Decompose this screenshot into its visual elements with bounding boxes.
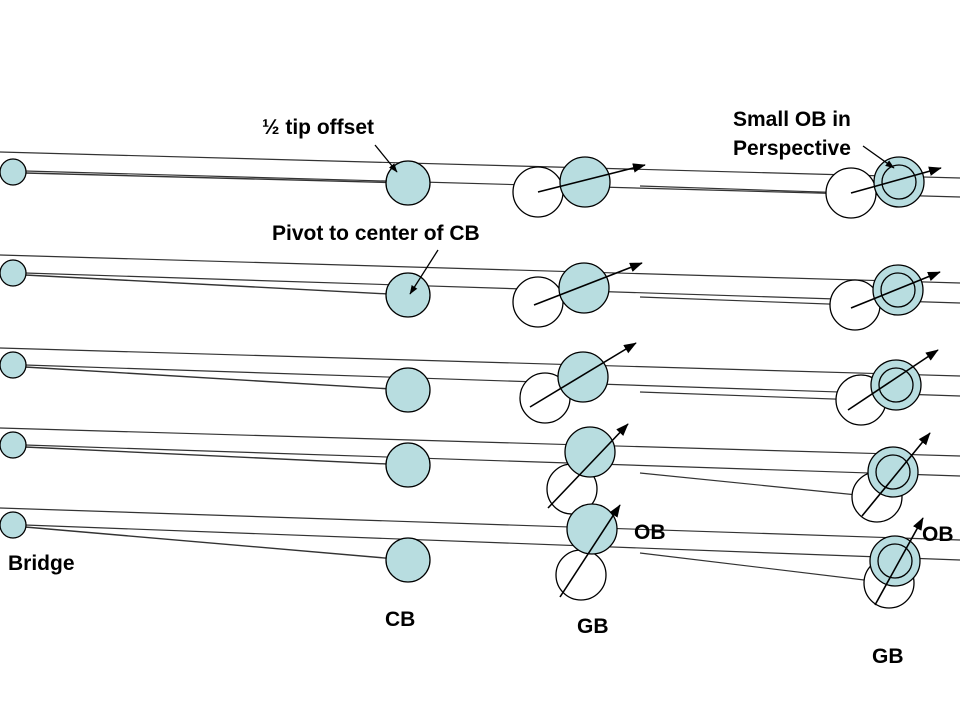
row-5-ob-direction-arrow-mid: [559, 504, 621, 598]
gb-label-right: GB: [872, 645, 904, 668]
row-5-cue-stick-line: [24, 526, 409, 561]
row-2-ob-direction-arrow-mid: [533, 262, 643, 306]
row-4-aim-line-top: [0, 427, 960, 457]
row-3-tangent-line-right: [639, 391, 862, 401]
row-4-ob-direction-arrow-right: [861, 432, 931, 517]
row-3-object-ball-right: [870, 359, 922, 411]
row-1-aim-line-mid: [24, 170, 960, 198]
row-2-ob-direction-arrow-right: [850, 271, 941, 309]
row-5-tangent-line-right: [639, 552, 890, 584]
row-4-cue-ball: [385, 442, 431, 488]
row-3-object-ball-right-inner-outline: [878, 367, 914, 403]
row-1-object-ball-right: [873, 156, 925, 208]
row-4-bridge-ball: [0, 431, 27, 459]
row-1-tangent-line-right: [639, 185, 852, 194]
half-tip-offset: ½ tip offset: [262, 116, 374, 139]
row-1-aim-line-top: [0, 151, 960, 179]
pivot-to-center: Pivot to center of CB: [272, 222, 480, 245]
row-2-aim-line-top: [0, 254, 960, 284]
row-1-object-ball-mid: [559, 156, 611, 208]
row-2-object-ball-right-inner-outline: [880, 272, 916, 308]
annotation-leaders-layer: [374, 144, 895, 295]
row-4-tangent-line-right: [639, 472, 878, 498]
shot-row: [0, 423, 960, 523]
row-2-tangent-line-right: [639, 296, 856, 306]
leader-pivot-to-cb: [409, 249, 439, 295]
row-5-object-ball-right-inner-outline: [877, 543, 913, 579]
bridge-label: Bridge: [8, 552, 75, 575]
shot-row: [0, 254, 960, 331]
shot-row: [0, 503, 960, 609]
row-5-bridge-ball: [0, 511, 27, 539]
row-5-aim-line-mid: [24, 524, 960, 561]
small-ob-line1: Small OB in: [733, 108, 851, 131]
row-5-object-ball-right: [869, 535, 921, 587]
gb-label-mid: GB: [577, 615, 609, 638]
row-5-aim-line-top: [0, 507, 960, 541]
row-2-bridge-ball: [0, 259, 27, 287]
row-1-cue-stick-line: [24, 172, 409, 184]
row-4-object-ball-right: [867, 446, 919, 498]
leader-half-tip-offset: [374, 144, 398, 173]
cb-label: CB: [385, 608, 415, 631]
row-3-cue-stick-line: [24, 366, 409, 391]
row-3-bridge-ball: [0, 351, 27, 379]
row-4-cue-stick-line: [24, 446, 409, 466]
ob-label-mid: OB: [634, 521, 666, 544]
row-3-object-ball-mid: [557, 351, 609, 403]
row-2-cue-ball: [385, 272, 431, 318]
row-2-ghost-ball-mid: [512, 276, 564, 328]
leader-small-ob: [862, 145, 895, 169]
row-4-object-ball-right-inner-outline: [875, 454, 911, 490]
row-2-object-ball-mid: [558, 262, 610, 314]
row-2-cue-stick-line: [24, 274, 409, 296]
row-5-cue-ball: [385, 537, 431, 583]
row-2-aim-line-mid: [24, 272, 960, 304]
small-ob-line2: Perspective: [733, 137, 851, 160]
shot-rows-layer: [0, 151, 960, 609]
row-3-ob-direction-arrow-mid: [529, 342, 637, 408]
row-3-aim-line-mid: [24, 364, 960, 397]
row-4-object-ball-mid: [564, 426, 616, 478]
row-5-object-ball-mid: [566, 503, 618, 555]
row-1-bridge-ball: [0, 158, 27, 186]
shot-row: [0, 342, 960, 426]
row-4-ob-direction-arrow-mid: [547, 423, 629, 509]
row-5-ob-direction-arrow-right: [874, 517, 924, 606]
row-1-ob-direction-arrow-mid: [537, 163, 646, 193]
row-3-ob-direction-arrow-right: [847, 349, 939, 411]
row-3-aim-line-top: [0, 347, 960, 377]
row-1-ob-direction-arrow-right: [850, 166, 942, 194]
row-1-object-ball-right-inner-outline: [881, 164, 917, 200]
row-3-cue-ball: [385, 367, 431, 413]
ob-label-right: OB: [922, 523, 954, 546]
row-4-aim-line-mid: [24, 444, 960, 477]
row-2-object-ball-right: [872, 264, 924, 316]
